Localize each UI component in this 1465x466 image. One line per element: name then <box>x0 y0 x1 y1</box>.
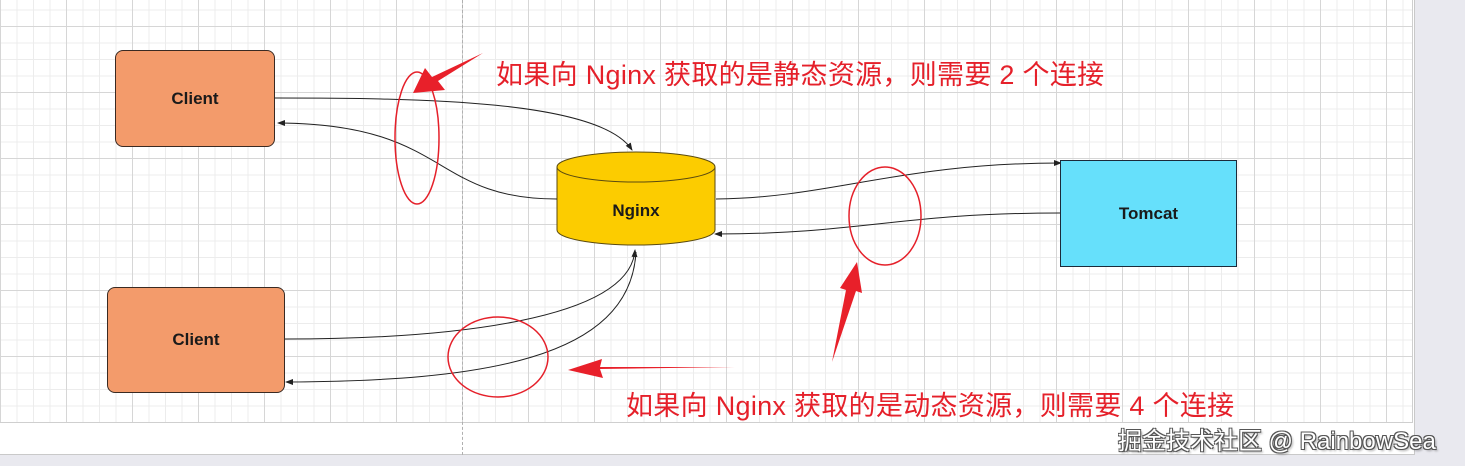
red-arrow-static-icon <box>413 53 483 93</box>
highlight-ellipse-dynamic <box>447 316 549 398</box>
annotation-dynamic-resources: 如果向 Nginx 获取的是动态资源，则需要 4 个连接 <box>626 391 1235 421</box>
connector-client-top-to-nginx <box>274 97 633 151</box>
connector-client-bottom-to-nginx <box>284 249 638 340</box>
highlight-ellipse-tomcat <box>848 166 922 266</box>
connector-nginx-to-tomcat <box>715 160 1062 200</box>
watermark: 掘金技术社区 @ RainbowSea <box>1118 428 1436 455</box>
diagram-canvas[interactable]: Client Client Nginx Tomcat 如果向 Nginx 获取的… <box>0 0 1415 455</box>
red-arrow-dynamic-icon <box>568 359 735 378</box>
client-bottom-label: Client <box>172 330 220 349</box>
nginx-label: Nginx <box>612 201 660 220</box>
client-top-node[interactable]: Client <box>115 50 275 147</box>
highlight-ellipse-static <box>394 71 440 205</box>
connector-tomcat-to-nginx <box>714 212 1061 237</box>
client-top-label: Client <box>171 88 219 108</box>
tomcat-node[interactable]: Tomcat <box>1060 160 1237 267</box>
nginx-node[interactable] <box>556 151 716 246</box>
page-break-line <box>462 0 463 455</box>
connector-nginx-to-client-bottom <box>285 251 637 385</box>
red-arrow-tomcat-icon <box>832 262 862 362</box>
connector-nginx-to-client-top <box>277 120 558 200</box>
annotation-static-resources: 如果向 Nginx 获取的是静态资源，则需要 2 个连接 <box>496 60 1105 90</box>
client-bottom-node[interactable]: Client <box>107 287 285 393</box>
tomcat-label: Tomcat <box>1118 203 1179 223</box>
connectors-layer <box>274 53 1062 398</box>
